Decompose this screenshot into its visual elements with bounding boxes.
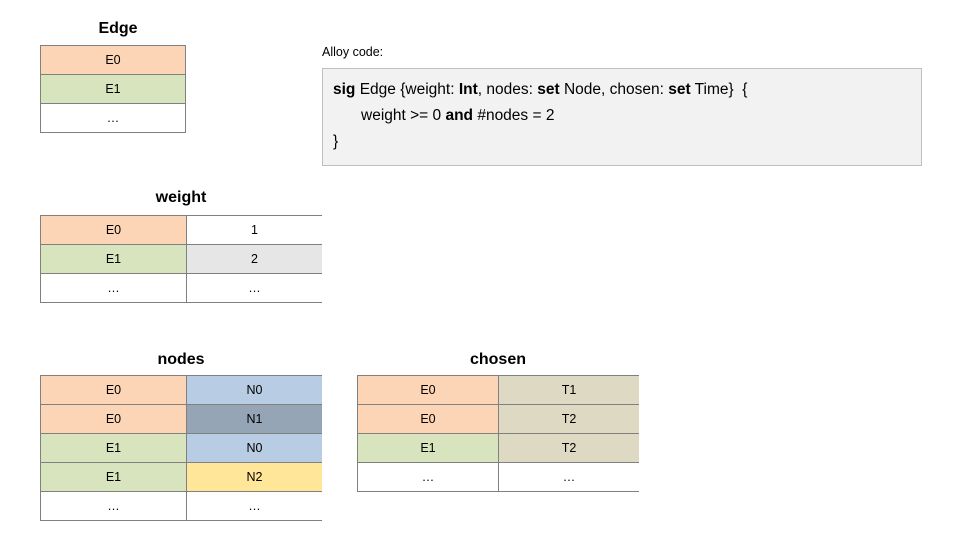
alloy-kw-sig: sig [333, 81, 356, 98]
weight-table-body: E0 1 E1 2 … … [40, 215, 322, 303]
table-row: E0 [40, 45, 186, 75]
edge-cell-ellipsis: … [40, 103, 186, 133]
alloy-kw-set-1: set [537, 81, 560, 98]
chosen-table-title: chosen [469, 351, 526, 368]
weight-table-wrapper: E0 1 E1 2 … … [40, 215, 322, 307]
alloy-text-1h: Time} { [690, 81, 748, 98]
table-row: E1 N2 [40, 462, 322, 492]
nodes-cell-val-0: N0 [186, 375, 322, 405]
weight-cell-key-1: E1 [40, 244, 187, 274]
weight-cell-key-2: … [40, 273, 187, 303]
nodes-table-body: E0 N0 E0 N1 E1 N0 E1 N2 … … [40, 375, 322, 521]
chosen-cell-val-2: T2 [498, 433, 639, 463]
table-row: E0 N1 [40, 404, 322, 434]
nodes-cell-val-2: N0 [186, 433, 322, 463]
table-row: … [40, 103, 186, 133]
alloy-kw-and: and [445, 107, 474, 124]
table-row: E1 T2 [357, 433, 639, 463]
table-row: E1 2 [40, 244, 322, 274]
chosen-cell-val-3: … [498, 462, 639, 492]
edge-cell-e0: E0 [40, 45, 186, 75]
chosen-cell-val-1: T2 [498, 404, 639, 434]
table-row: … … [357, 462, 639, 492]
table-row: E0 T1 [357, 375, 639, 405]
chosen-cell-key-2: E1 [357, 433, 499, 463]
alloy-code-line-3: } [333, 133, 339, 150]
table-row: … … [40, 273, 322, 303]
alloy-code-label: Alloy code: [322, 45, 384, 59]
table-row: E0 N0 [40, 375, 322, 405]
weight-table-title: weight [155, 189, 207, 206]
table-row: … … [40, 491, 322, 521]
alloy-code-line-1: sig Edge {weight: Int, nodes: set Node, … [333, 77, 911, 103]
edge-table: E0 E1 … [40, 45, 186, 133]
edge-cell-e1: E1 [40, 74, 186, 104]
table-row: E1 [40, 74, 186, 104]
nodes-cell-key-1: E0 [40, 404, 187, 434]
nodes-cell-key-0: E0 [40, 375, 187, 405]
alloy-text-1d: , nodes: [477, 81, 538, 98]
nodes-table-title: nodes [157, 351, 205, 368]
chosen-cell-key-3: … [357, 462, 499, 492]
nodes-table-wrapper: E0 N0 E0 N1 E1 N0 E1 N2 … … [40, 375, 322, 523]
alloy-text-1b: Edge {weight: [355, 81, 459, 98]
nodes-cell-val-3: N2 [186, 462, 322, 492]
alloy-text-2c: #nodes = 2 [473, 107, 555, 124]
edge-table-wrapper: E0 E1 … [40, 45, 186, 137]
alloy-text-1f: Node, chosen: [559, 81, 669, 98]
nodes-cell-key-3: E1 [40, 462, 187, 492]
edge-table-body: E0 E1 … [40, 45, 186, 133]
alloy-text-2a: weight >= 0 [361, 107, 446, 124]
weight-cell-key-0: E0 [40, 215, 187, 245]
chosen-table-body: E0 T1 E0 T2 E1 T2 … … [357, 375, 639, 492]
chosen-table: E0 T1 E0 T2 E1 T2 … … [357, 375, 639, 492]
nodes-cell-key-2: E1 [40, 433, 187, 463]
alloy-kw-set-2: set [668, 81, 691, 98]
nodes-cell-val-1: N1 [186, 404, 322, 434]
alloy-code-box: sig Edge {weight: Int, nodes: set Node, … [322, 68, 922, 166]
table-row: E1 N0 [40, 433, 322, 463]
table-row: E0 T2 [357, 404, 639, 434]
table-row: E0 1 [40, 215, 322, 245]
weight-table: E0 1 E1 2 … … [40, 215, 322, 303]
chosen-cell-val-0: T1 [498, 375, 639, 405]
nodes-cell-val-4: … [186, 491, 322, 521]
nodes-cell-key-4: … [40, 491, 187, 521]
weight-cell-val-0: 1 [186, 215, 322, 245]
chosen-table-wrapper: E0 T1 E0 T2 E1 T2 … … [357, 375, 639, 493]
alloy-kw-int: Int [458, 81, 478, 98]
nodes-table: E0 N0 E0 N1 E1 N0 E1 N2 … … [40, 375, 322, 521]
alloy-code-line-2: weight >= 0 and #nodes = 2 [333, 103, 911, 129]
chosen-cell-key-0: E0 [357, 375, 499, 405]
weight-cell-val-2: … [186, 273, 322, 303]
chosen-cell-key-1: E0 [357, 404, 499, 434]
edge-table-title: Edge [98, 20, 138, 37]
weight-cell-val-1: 2 [186, 244, 322, 274]
